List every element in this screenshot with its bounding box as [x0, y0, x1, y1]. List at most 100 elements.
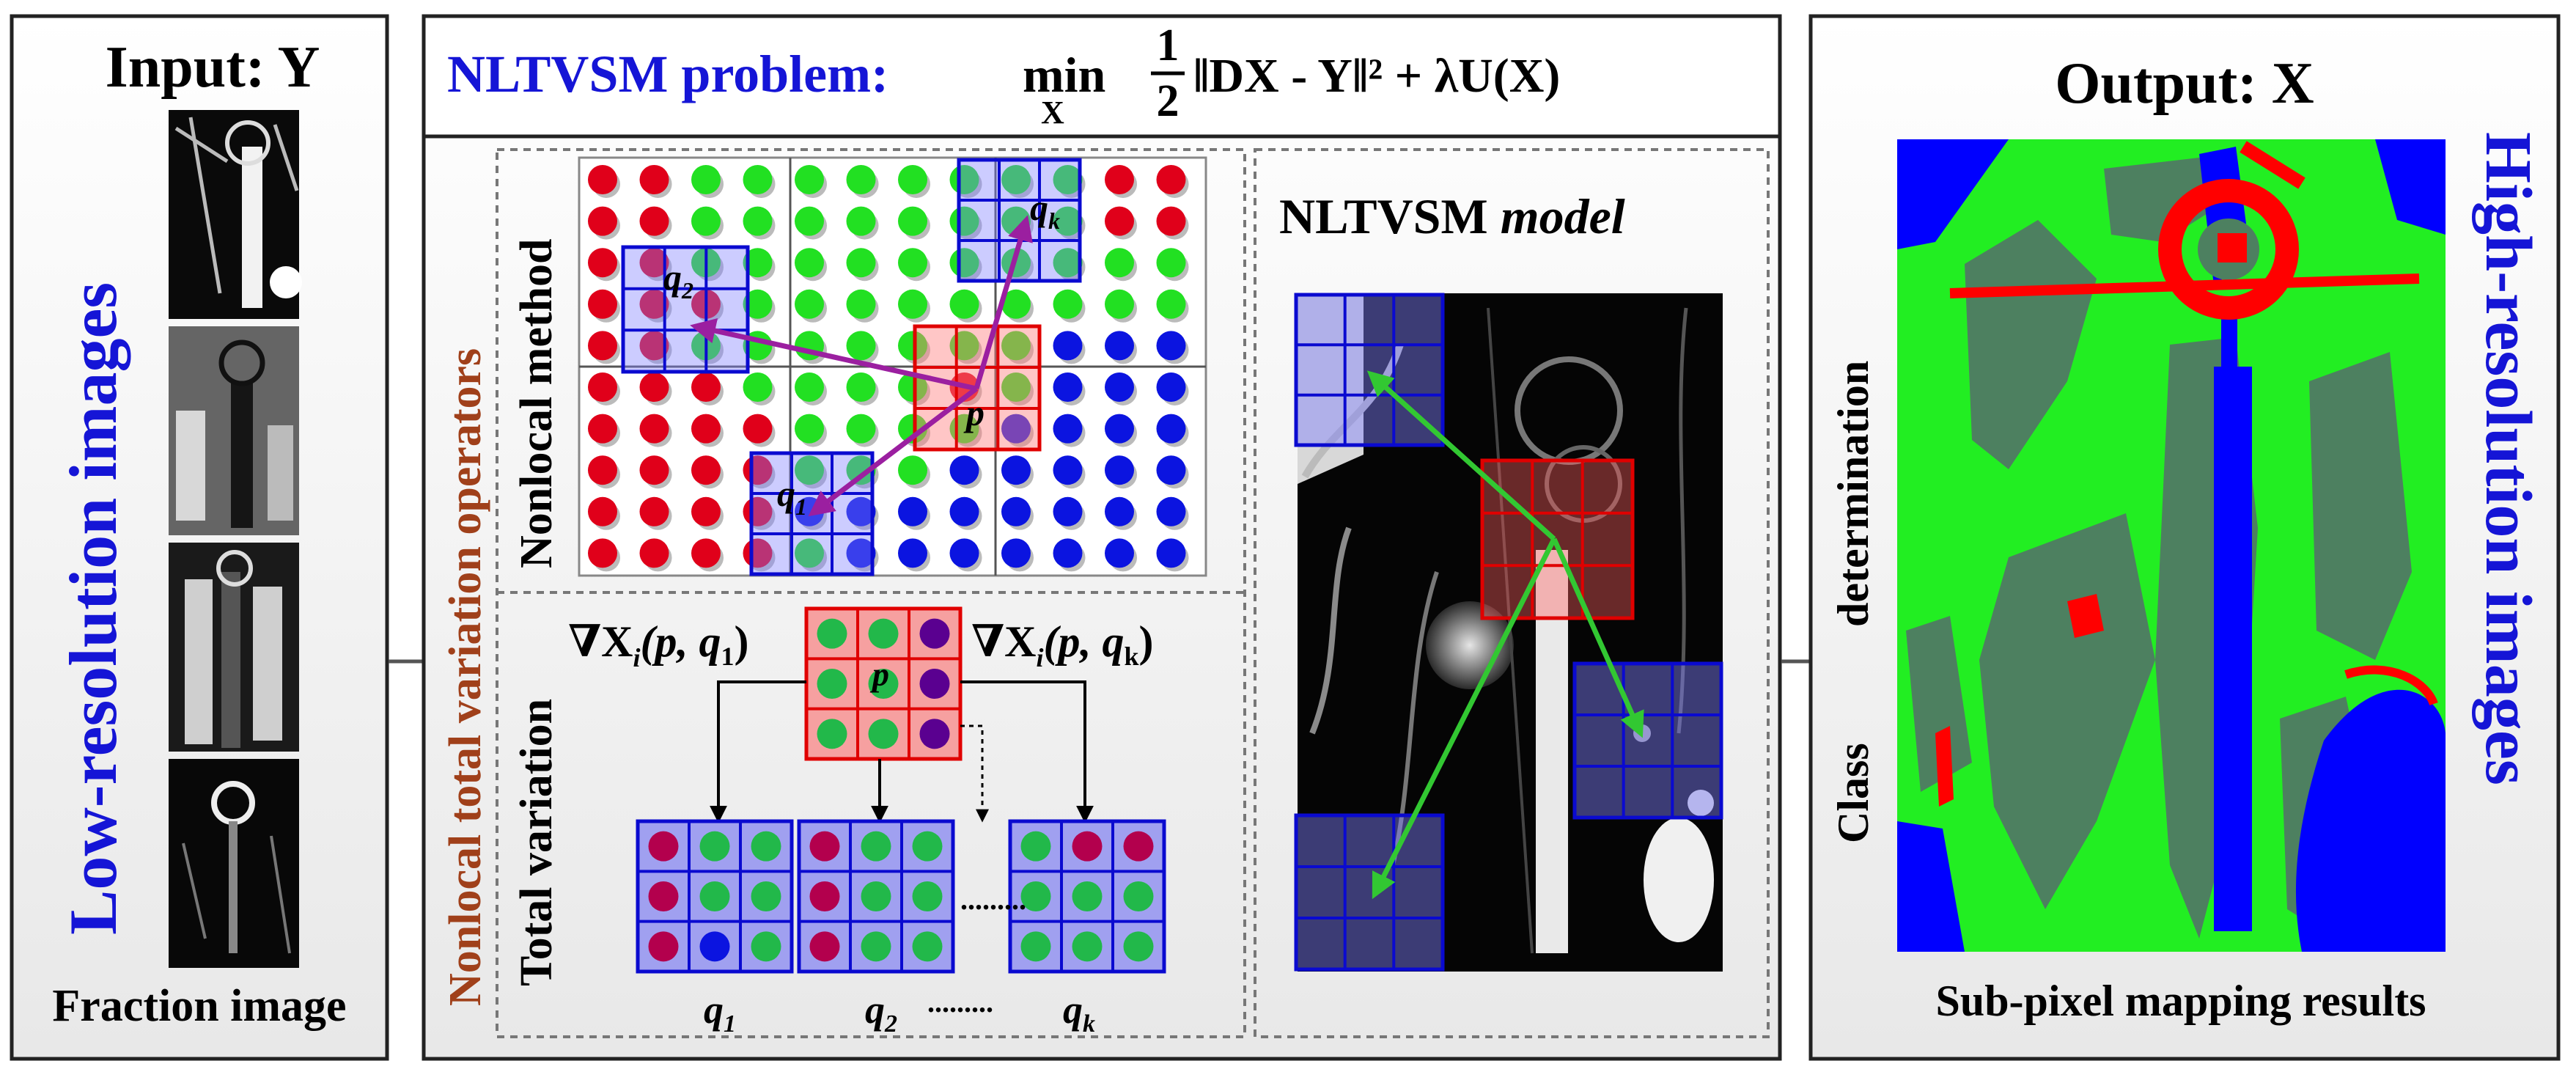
gradient-right-op: ∇X: [971, 617, 1037, 666]
tv-label-qk-sub: k: [1083, 1010, 1095, 1038]
patch-dot: [699, 831, 730, 862]
nonlocal-dot: [1156, 331, 1186, 361]
patch-dot: [861, 881, 891, 911]
nonlocal-dot: [1156, 496, 1186, 526]
nonlocal-dot: [639, 289, 669, 319]
patch-dot: [817, 669, 847, 699]
nonlocal-dot: [639, 538, 669, 568]
nonlocal-dot: [588, 248, 617, 278]
nonlocal-dot: [846, 289, 876, 319]
nonlocal-dot: [898, 331, 927, 361]
nonlocal-dot: [1053, 331, 1083, 361]
tv-label-q1: q1: [704, 988, 736, 1038]
nonlocal-dot: [1105, 248, 1134, 278]
patch-dot: [817, 719, 847, 749]
nonlocal-dot: [1105, 455, 1134, 485]
nonlocal-method-label: Nonlocal method: [512, 239, 562, 569]
tv-label-q1-main: q: [704, 988, 724, 1032]
nonlocal-dot: [846, 165, 876, 194]
nonlocal-dot: [588, 455, 617, 485]
point-q2-sub: 2: [681, 277, 693, 304]
nonlocal-dot: [639, 455, 669, 485]
nonlocal-dot: [1001, 331, 1031, 361]
patch-q1: [749, 451, 875, 576]
patch-dot: [868, 618, 899, 649]
patch-dot: [919, 618, 950, 649]
nonlocal-dot: [1001, 538, 1031, 568]
patch-dot: [912, 931, 943, 962]
patch-dot: [919, 719, 950, 749]
patch-dot: [868, 669, 899, 699]
patch-dot: [1072, 831, 1103, 862]
tv-ellipsis-mid: .........: [960, 883, 1026, 916]
fraction-image-2: [169, 326, 299, 535]
nonlocal-dot: [795, 248, 824, 278]
nonlocal-dot: [1001, 414, 1031, 444]
equation-min: min: [1023, 47, 1105, 103]
nonlocal-dot: [898, 455, 927, 485]
nonlocal-dot: [1001, 372, 1031, 402]
point-q1-main: q: [777, 473, 795, 514]
model-title: NLTVSM model: [1279, 188, 1625, 244]
nonlocal-dot: [846, 372, 876, 402]
sub-pixel-map: [1897, 139, 2446, 952]
tv-center-p: p: [869, 656, 889, 693]
nonlocal-dot: [588, 331, 617, 361]
problem-header: [422, 14, 1782, 139]
class-label: Class: [1829, 743, 1877, 843]
equation-fraction-denominator: 2: [1157, 76, 1180, 126]
model-box: [1254, 148, 1770, 1038]
patch-dot: [919, 669, 950, 699]
gradient-right: ∇Xi(p, qk): [971, 617, 1154, 672]
model-patch-right: [1572, 661, 1723, 820]
model-patch-bottom-left: [1294, 813, 1445, 972]
nonlocal-dot: [1105, 331, 1134, 361]
tv-patch-qk: [1008, 819, 1166, 974]
operators-label-part-3: variation operators: [441, 348, 490, 723]
patch-dot: [809, 931, 840, 962]
nonlocal-dot: [1105, 372, 1134, 402]
patch-dot: [751, 881, 781, 911]
equation-body: ‖DX - Y‖² + λU(X): [1193, 49, 1560, 103]
gradient-right-args: (p, q: [1044, 617, 1125, 666]
gradient-right-sub: k: [1125, 642, 1139, 671]
nonlocal-dot: [1053, 372, 1083, 402]
model-patch-center: [1480, 458, 1635, 620]
patch-dot: [1020, 881, 1051, 911]
low-resolution-label: Low-resolution images: [56, 282, 130, 935]
nonlocal-dot: [588, 372, 617, 402]
operators-label-part-1: Nonlocal: [441, 823, 490, 1006]
patch-dot: [809, 831, 840, 862]
gradient-left: ∇Xi(p, q1): [568, 617, 749, 672]
nonlocal-dot: [1156, 248, 1186, 278]
nonlocal-dot: [795, 455, 824, 485]
nonlocal-dot: [949, 538, 979, 568]
nonlocal-dot: [795, 289, 824, 319]
nonlocal-dot: [639, 206, 669, 236]
nonlocal-dot: [949, 289, 979, 319]
nonlocal-dot: [1156, 206, 1186, 236]
nonlocal-dot: [1053, 538, 1083, 568]
tv-label-qk: qk: [1063, 988, 1095, 1038]
nonlocal-dot: [898, 414, 927, 444]
nonlocal-dot: [743, 414, 773, 444]
nonlocal-dot: [691, 414, 721, 444]
point-q2: q2: [663, 257, 693, 304]
nonlocal-dot: [1053, 496, 1083, 526]
patch-qk: [957, 158, 1082, 283]
model-title-main: NLTVSM: [1279, 188, 1488, 244]
nonlocal-dot: [691, 455, 721, 485]
nonlocal-dot: [1053, 455, 1083, 485]
nonlocal-dot: [1156, 372, 1186, 402]
nonlocal-dot: [795, 414, 824, 444]
nonlocal-dot: [1156, 165, 1186, 194]
nonlocal-dot: [639, 331, 669, 361]
nonlocal-dot: [1105, 414, 1134, 444]
model-patch-top-left: [1294, 293, 1445, 447]
patch-dot: [1072, 931, 1103, 962]
nonlocal-dot: [795, 206, 824, 236]
nonlocal-dot: [743, 289, 773, 319]
point-q1-sub: 1: [795, 493, 807, 520]
